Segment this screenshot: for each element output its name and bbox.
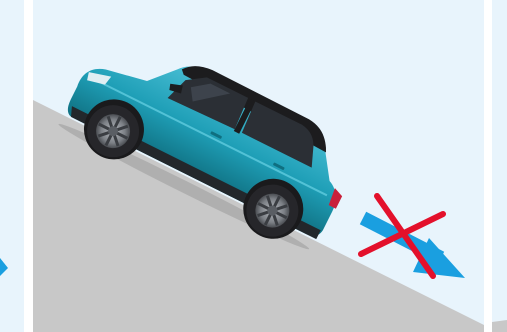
right-panel-art: [492, 0, 507, 332]
left-panel-sky: [0, 0, 24, 332]
left-panel-art: [0, 0, 24, 332]
right-panel-sky: [492, 0, 507, 332]
main-panel: [33, 0, 484, 332]
main-panel-art: [33, 0, 484, 332]
left-panel: [0, 0, 24, 332]
right-panel-ground: [492, 320, 507, 332]
right-panel: [492, 0, 507, 332]
